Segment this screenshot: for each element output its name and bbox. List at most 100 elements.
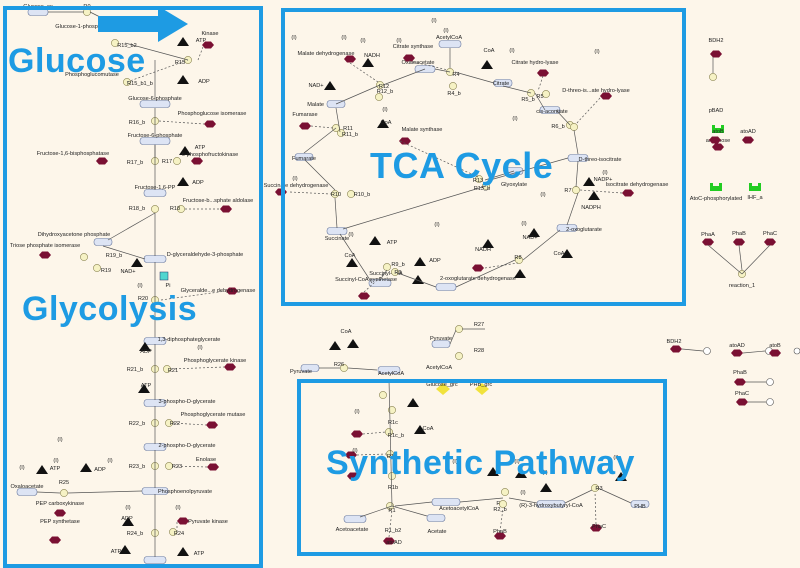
- small-label: ATP: [196, 38, 207, 44]
- glyph-label: (I): [125, 505, 130, 511]
- glyph-label: (I): [292, 176, 297, 182]
- reaction-node: [375, 93, 383, 101]
- enzyme-node: [600, 92, 612, 100]
- glyph-label: (I): [175, 505, 180, 511]
- small-label: NADP+: [594, 177, 613, 183]
- glyph-label: (I): [352, 448, 357, 454]
- small-molecule-node: [177, 177, 189, 186]
- edge: [434, 68, 451, 73]
- glyph-label: (I): [434, 222, 439, 228]
- enzyme-label: Fumarase: [292, 112, 317, 118]
- enzyme-node: [206, 421, 218, 429]
- reaction-label: R17_b: [127, 160, 143, 166]
- small-molecule-node: [377, 119, 389, 128]
- enzyme-label: Succinate dehydrogenase: [264, 183, 329, 189]
- enzyme-node: [191, 157, 203, 165]
- reaction-label: R17: [162, 159, 172, 165]
- reaction-label: R15_b1_b: [127, 81, 153, 87]
- edge: [499, 507, 504, 533]
- reaction-node: [169, 528, 177, 536]
- enzyme-label: Malate synthase: [402, 127, 443, 133]
- small-molecule-node: [329, 341, 341, 350]
- reaction-node: [60, 489, 68, 497]
- edge: [508, 497, 538, 504]
- reaction-label: R15_b2: [117, 43, 137, 49]
- species-label: Phosphoenolpyruvate: [158, 489, 212, 495]
- glyph-label: (I): [520, 490, 525, 496]
- species-label: D-glyceraldehyde-3-phosphate: [167, 252, 244, 258]
- small-molecule-node: [615, 472, 627, 481]
- edge: [454, 71, 495, 84]
- edge: [342, 185, 487, 230]
- small-label: ADP: [140, 349, 152, 355]
- small-label: ATP: [111, 549, 122, 555]
- edge: [172, 422, 207, 426]
- glyph-label: (I): [107, 458, 112, 464]
- big-arrow-icon: [98, 6, 188, 42]
- reaction-label: R9_b: [391, 262, 404, 268]
- reaction-label: R20: [138, 296, 148, 302]
- species-label: Fructose-1,6-bisphosphatase: [37, 151, 109, 157]
- species-node: [377, 366, 401, 374]
- species-node: [438, 40, 462, 48]
- enzyme-label: Citrate hydro-lyase: [512, 60, 559, 66]
- reaction-label: R5_b: [521, 97, 534, 103]
- reaction-label: R19: [101, 268, 111, 274]
- enzyme-label: D-threo-is...ate hydro-lyase: [562, 88, 629, 94]
- glyph-label: (I): [443, 28, 448, 34]
- reaction-node: [111, 39, 119, 47]
- edge: [172, 465, 208, 468]
- small-label: NADH: [475, 247, 491, 253]
- open-node: [703, 347, 711, 355]
- reaction-node: [499, 500, 507, 508]
- reaction-node: [542, 90, 550, 98]
- small-label: CoA: [484, 48, 495, 54]
- edge: [564, 489, 593, 504]
- species-node: [536, 500, 566, 508]
- edge: [363, 271, 387, 293]
- small-molecule-node: [80, 463, 92, 472]
- species-label: Pyruvate: [290, 369, 312, 375]
- glucose-label: Glucose: [8, 42, 146, 80]
- small-label: NADH: [364, 53, 380, 59]
- species-label: PhaB: [733, 370, 747, 376]
- edge: [158, 120, 205, 125]
- glyph-label: (I): [354, 409, 359, 415]
- edge: [289, 191, 332, 195]
- enzyme-node: [399, 137, 411, 145]
- reaction-label: R1: [388, 508, 395, 514]
- glycolysis-label: Glycolysis: [22, 290, 198, 328]
- small-label: CoA: [341, 329, 352, 335]
- reaction-node: [347, 190, 355, 198]
- edge: [707, 244, 743, 275]
- enzyme-label: Glyceralde...e dehydrogenase: [181, 288, 256, 294]
- small-molecule-node: [515, 469, 527, 478]
- glyph-label: (I): [396, 38, 401, 44]
- edge: [126, 59, 189, 83]
- glyph-label: (I): [594, 49, 599, 55]
- species-label: BDH2: [667, 339, 682, 345]
- edge: [379, 269, 388, 281]
- reaction-label: R26: [334, 362, 344, 368]
- glyph-label: (I): [197, 345, 202, 351]
- reaction-label: R13_b: [474, 186, 490, 192]
- small-molecule-node: [528, 228, 540, 237]
- species-label: Citrate: [493, 81, 509, 87]
- edge: [484, 170, 515, 181]
- species-label: Glucose-1-phosphatase: [55, 24, 114, 30]
- edge: [484, 262, 519, 269]
- species-label: atoAD: [386, 540, 402, 546]
- edge: [449, 329, 457, 345]
- enzyme-node: [733, 238, 745, 246]
- reaction-node: [379, 391, 387, 399]
- edge: [382, 68, 426, 86]
- reaction-label: R4_b: [447, 91, 460, 97]
- enzyme-node: [202, 41, 214, 49]
- enzyme-node: [769, 349, 781, 357]
- edge: [522, 229, 561, 261]
- glyph-label: (I): [521, 221, 526, 227]
- edge: [160, 290, 227, 301]
- reaction-label: R1b: [388, 485, 398, 491]
- species-label: PEP synthetase: [40, 519, 80, 525]
